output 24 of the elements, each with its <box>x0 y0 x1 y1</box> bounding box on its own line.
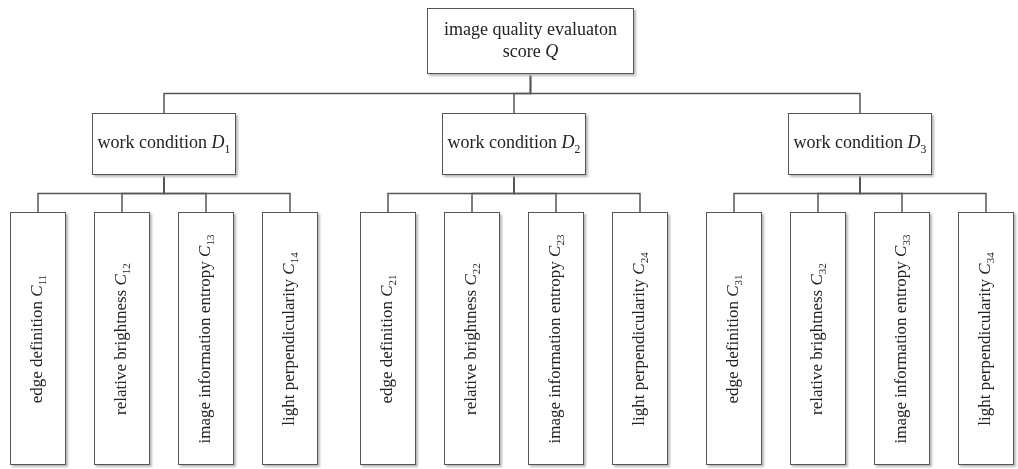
connector-line <box>529 73 861 114</box>
node-label: image quality evaluaton score Q <box>443 19 618 63</box>
criterion-box <box>706 212 762 465</box>
node-label: work condition D$_{2}$ <box>447 131 581 157</box>
connector-line <box>163 174 291 213</box>
criterion-box <box>94 212 150 465</box>
criterion-box <box>528 212 584 465</box>
criterion-box <box>10 212 66 465</box>
criterion-box <box>444 212 500 465</box>
goal-box <box>427 8 634 74</box>
criterion-box <box>178 212 234 465</box>
criterion-box <box>790 212 846 465</box>
criterion-box <box>958 212 1014 465</box>
condition-box <box>788 113 932 175</box>
criterion-box <box>360 212 416 465</box>
criterion-box <box>874 212 930 465</box>
node-label: work condition D$_{1}$ <box>97 131 231 157</box>
node-label: work condition D$_{3}$ <box>793 131 927 157</box>
connector-line <box>859 174 987 213</box>
connector-line <box>513 174 641 213</box>
condition-box <box>442 113 586 175</box>
criterion-box <box>262 212 318 465</box>
condition-box <box>92 113 236 175</box>
criterion-box <box>612 212 668 465</box>
